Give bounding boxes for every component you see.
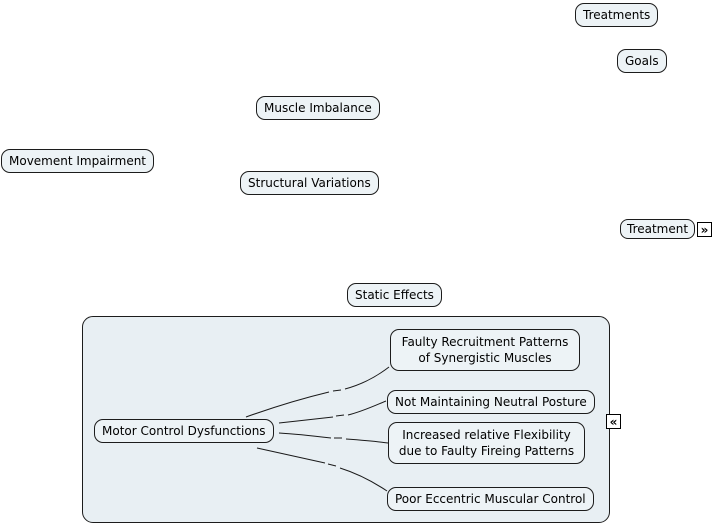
node-motor-control-dysfunctions[interactable]: Motor Control Dysfunctions: [94, 419, 274, 443]
chevron-double-right-icon[interactable]: »: [697, 222, 712, 237]
node-treatment[interactable]: Treatment: [620, 219, 696, 239]
node-muscle-imbalance[interactable]: Muscle Imbalance: [256, 96, 380, 120]
node-treatments[interactable]: Treatments: [575, 3, 659, 27]
node-faulty-recruitment-patterns[interactable]: Faulty Recruitment Patterns of Synergist…: [390, 329, 580, 371]
node-increased-relative-flexibility[interactable]: Increased relative Flexibility due to Fa…: [388, 422, 585, 464]
node-movement-impairment[interactable]: Movement Impairment: [1, 149, 155, 173]
chevron-double-left-icon[interactable]: «: [606, 414, 621, 429]
node-poor-eccentric-muscular-control[interactable]: Poor Eccentric Muscular Control: [387, 487, 594, 511]
node-goals[interactable]: Goals: [617, 49, 667, 73]
node-static-effects[interactable]: Static Effects: [347, 283, 442, 307]
node-not-maintaining-neutral-posture[interactable]: Not Maintaining Neutral Posture: [387, 390, 595, 414]
node-structural-variations[interactable]: Structural Variations: [240, 171, 379, 195]
